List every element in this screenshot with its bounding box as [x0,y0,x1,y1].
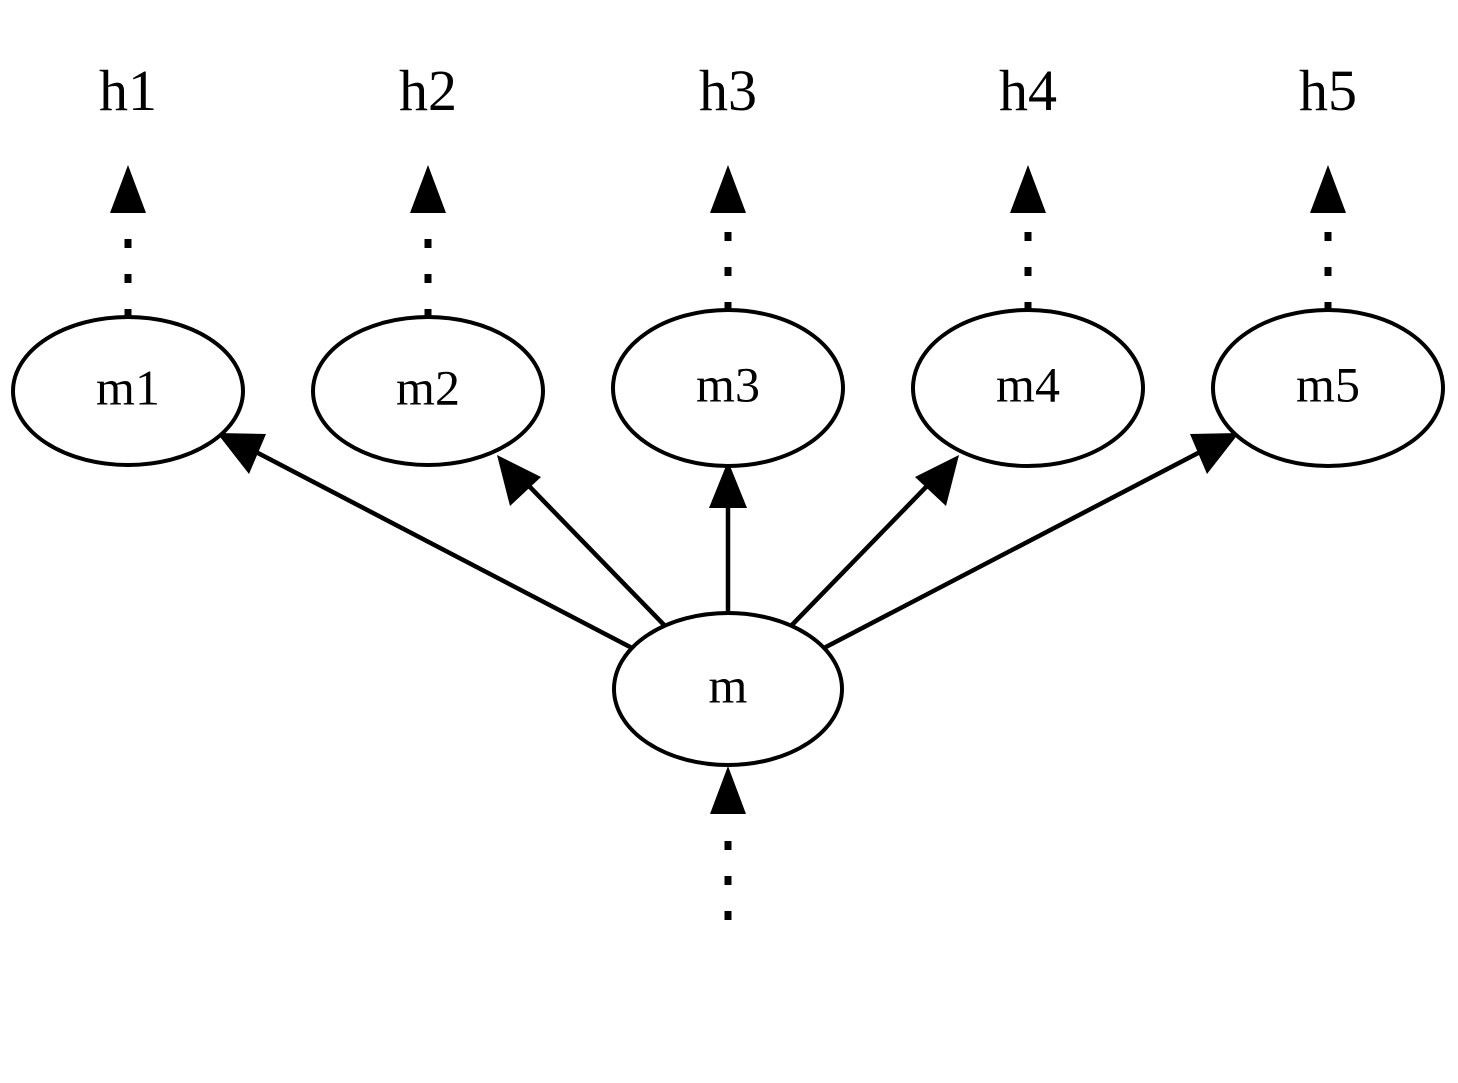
output-label-h2: h2 [399,58,457,123]
node-m5[interactable]: m5 [1211,308,1445,468]
edge-m-to-m4-line [787,484,929,630]
node-m1-label: m1 [96,359,160,415]
edge-m3-to-h3-arrowhead [710,165,746,213]
edge-m5-to-h5 [1310,165,1346,311]
node-m1-ellipse[interactable] [11,315,245,467]
edge-m-to-m3 [709,461,747,613]
edge-m-to-m1-line [254,450,634,650]
output-label-h3: h3 [699,58,757,123]
edge-m-to-m5-line [822,450,1202,650]
node-m2-ellipse[interactable] [311,315,545,467]
edge-m-to-m1-arrowhead [217,433,266,474]
node-m4[interactable]: m4 [911,308,1145,468]
edge-m-to-m4 [787,455,959,630]
edge-m5-to-h5-arrowhead [1310,165,1346,213]
output-label-h5: h5 [1299,58,1357,123]
node-m4-label: m4 [996,356,1060,412]
node-m2-label: m2 [396,359,460,415]
edge-m-to-m2-arrowhead [497,455,541,506]
node-m5-label: m5 [1296,356,1360,412]
edge-m2-to-h2 [410,165,446,318]
output-label-h1: h1 [99,58,157,123]
edge-input-to-m-arrowhead [710,766,746,814]
edge-m-to-m1 [217,433,634,650]
edge-m3-to-h3 [710,165,746,311]
edge-m4-to-h4-arrowhead [1010,165,1046,213]
edge-m1-to-h1-arrowhead [110,165,146,213]
node-m3-label: m3 [696,356,760,412]
edge-input-to-m [710,766,746,920]
node-m5-ellipse[interactable] [1211,308,1445,468]
node-m4-ellipse[interactable] [911,308,1145,468]
edge-m4-to-h4 [1010,165,1046,311]
node-m3[interactable]: m3 [611,308,845,468]
edge-m-to-m2-line [527,484,669,630]
edge-m-to-m2 [497,455,669,630]
edge-m-to-m4-arrowhead [915,455,959,506]
edge-m-to-m5-arrowhead [1190,433,1239,474]
node-m-label: m [709,657,748,713]
edge-m-to-m5 [822,433,1239,650]
output-label-h4: h4 [999,58,1057,123]
node-m3-ellipse[interactable] [611,308,845,468]
edge-m-to-m3-arrowhead [709,461,747,508]
node-m[interactable]: m [612,611,844,767]
node-m1[interactable]: m1 [11,315,245,467]
edge-m2-to-h2-arrowhead [410,165,446,213]
edge-m1-to-h1 [110,165,146,318]
node-m-ellipse[interactable] [612,611,844,767]
node-m2[interactable]: m2 [311,315,545,467]
